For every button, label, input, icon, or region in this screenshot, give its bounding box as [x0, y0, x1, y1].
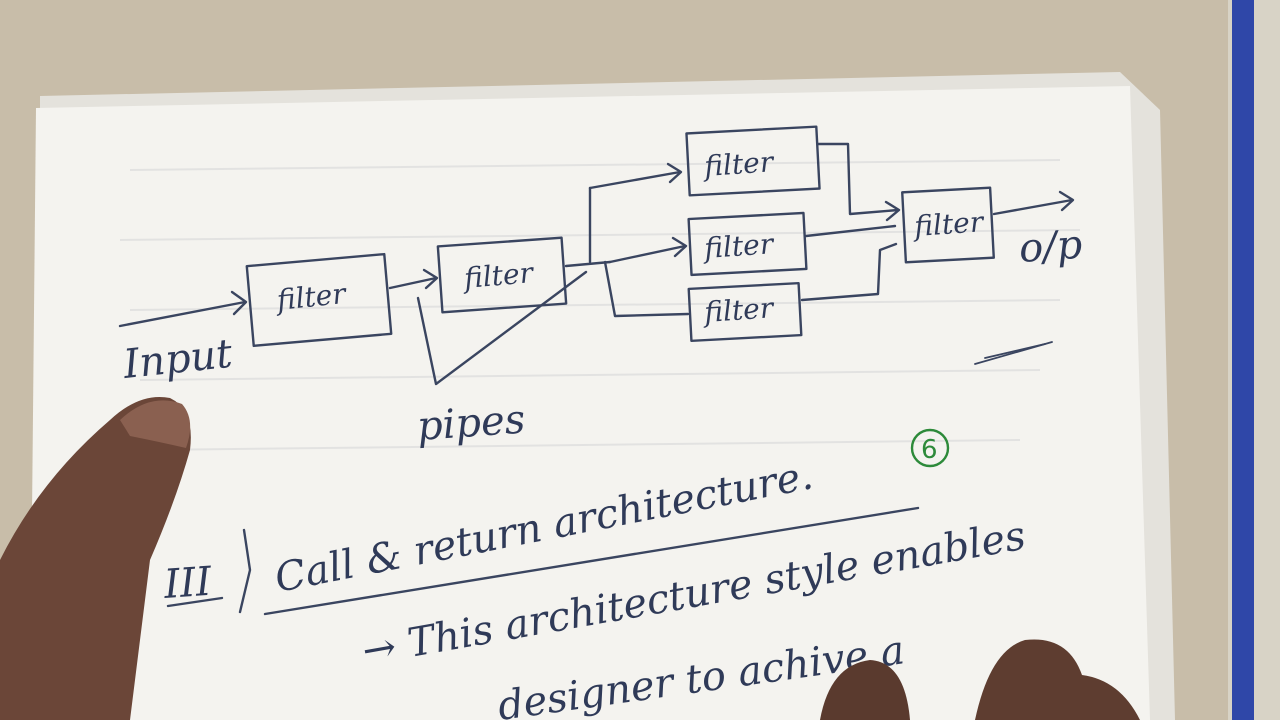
finger-2 — [975, 639, 1140, 720]
merge-arrowhead — [884, 200, 901, 222]
branch-mid-arrowhead — [671, 236, 688, 258]
pipe-arrow-1 — [388, 276, 438, 290]
filter-box-1 — [245, 252, 393, 348]
notebook-page — [30, 86, 1150, 720]
branch-top-arrowhead — [666, 162, 683, 184]
branch-bottom — [603, 260, 690, 318]
input-arrow — [118, 300, 247, 328]
filter-label-1: filter — [273, 277, 349, 317]
filter-label-3: filter — [701, 145, 776, 183]
merge-mid — [804, 224, 897, 238]
output-label: o/p — [1017, 222, 1083, 272]
output-arrowhead — [1058, 190, 1075, 212]
filter-box-6 — [901, 186, 995, 264]
filter-label-2: filter — [461, 256, 536, 295]
section-bracket — [238, 528, 252, 614]
stray-stroke-2 — [984, 343, 1046, 359]
show-through-writing — [119, 159, 1081, 451]
merge-top — [816, 142, 900, 216]
filter-box-5 — [687, 281, 803, 343]
page-marker-circle — [910, 428, 950, 468]
input-arrowhead — [230, 290, 248, 316]
branch-stem — [564, 260, 612, 268]
filter-label-5: filter — [701, 291, 776, 329]
filter-box-3 — [685, 125, 821, 197]
heading-underline — [263, 506, 920, 616]
filter-label-4: filter — [701, 227, 776, 265]
pipes-label: pipes — [415, 397, 526, 450]
merge-bottom — [800, 242, 898, 302]
pipes-bracket — [416, 270, 588, 386]
section-number-underline — [166, 596, 224, 608]
binder-spine — [1232, 0, 1254, 720]
branch-mid — [608, 244, 687, 264]
finger-1 — [820, 660, 910, 720]
filter-box-4 — [687, 211, 808, 277]
filter-label-6: filter — [911, 205, 986, 243]
filter-box-2 — [436, 236, 568, 314]
pipe-arrowhead-1 — [422, 268, 439, 290]
branch-top — [588, 170, 682, 190]
thumb-left — [0, 396, 191, 720]
thumb-tip — [120, 400, 191, 448]
output-arrow — [992, 198, 1074, 216]
page-marker-number: 6 — [921, 435, 938, 465]
